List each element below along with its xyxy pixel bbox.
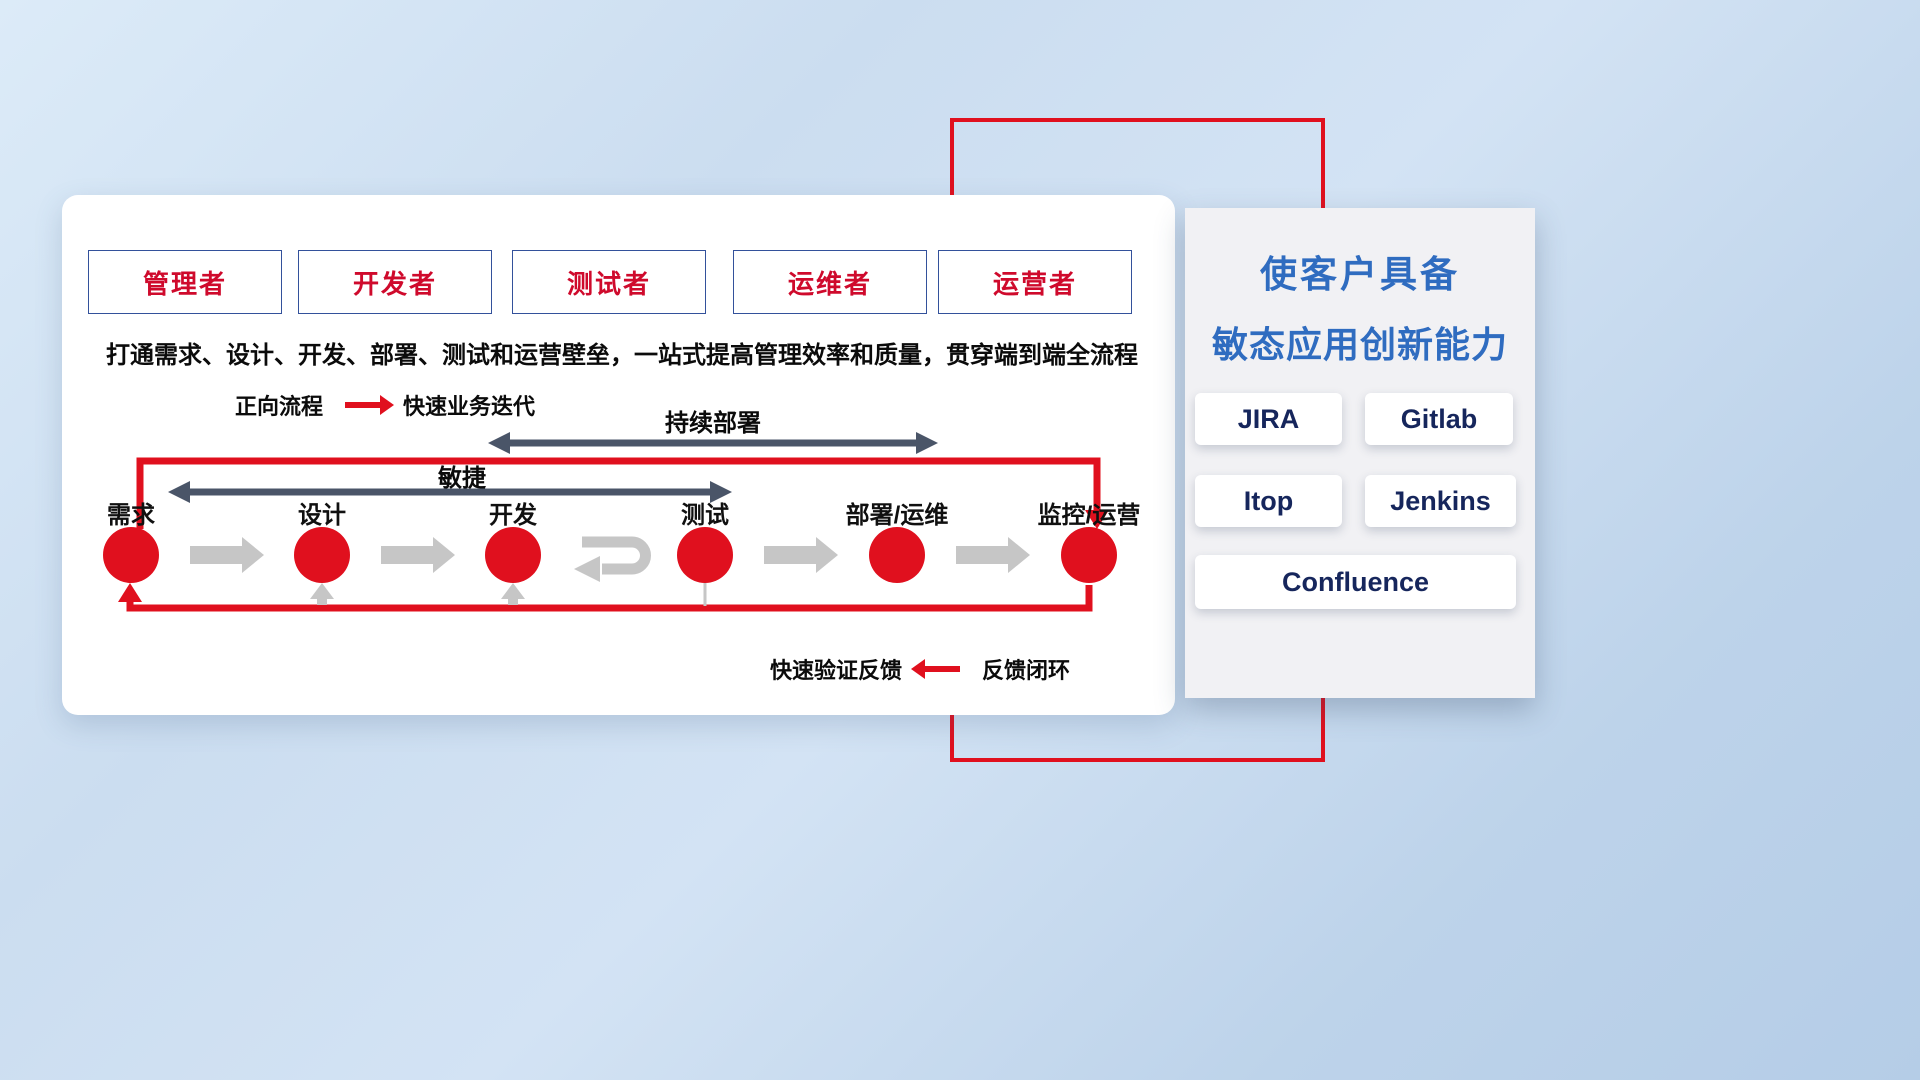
stage-node-develop: [485, 527, 541, 583]
tool-card-itop: Itop: [1195, 475, 1342, 527]
role-box-manager: 管理者: [88, 250, 282, 314]
stage-node-monitor: [1061, 527, 1117, 583]
role-label: 测试者: [566, 268, 651, 299]
role-box-tester: 测试者: [512, 250, 706, 314]
feedback-up-arrows: [310, 583, 707, 606]
stage-node-design: [294, 527, 350, 583]
panel-title-line2: 敏态应用创新能力: [1211, 324, 1508, 365]
continuous-deploy-arrow: [488, 432, 938, 454]
stage-label-deploy-ops: 部署/运维: [845, 502, 949, 529]
subtitle: 打通需求、设计、开发、部署、测试和运营壁垒，一站式提高管理效率和质量，贯穿端到端…: [106, 342, 1138, 369]
feedback-desc: 快速验证反馈: [770, 658, 903, 683]
stage-node-deploy-ops: [869, 527, 925, 583]
forward-flow-legend: 正向流程 快速业务迭代: [235, 389, 535, 421]
feedback-flow-line: [118, 583, 1093, 612]
forward-flow-desc: 快速业务迭代: [403, 394, 536, 419]
tool-card-jenkins: Jenkins: [1365, 475, 1516, 527]
flow-diagram-svg: [103, 432, 1117, 612]
role-box-operator: 运营者: [938, 250, 1132, 314]
tool-card-gitlab: Gitlab: [1365, 393, 1513, 445]
role-label: 运营者: [992, 268, 1077, 299]
agile-arrow: [168, 481, 732, 503]
stage-label-requirement: 需求: [107, 502, 155, 529]
stage-nodes: [103, 527, 1117, 583]
forward-arrow-icon: [345, 402, 382, 408]
stage-label-monitor: 监控/运营: [1037, 502, 1141, 529]
stage-label-test: 测试: [681, 502, 729, 529]
panel-title-line1: 使客户具备: [1260, 254, 1460, 295]
tool-card-jira: JIRA: [1195, 393, 1342, 445]
stage-label-develop: 开发: [489, 502, 537, 529]
feedback-label: 反馈闭环: [982, 658, 1071, 683]
forward-flow-line: [136, 457, 1109, 529]
stage-node-requirement: [103, 527, 159, 583]
feedback-arrow-icon: [924, 666, 961, 672]
role-box-ops: 运维者: [733, 250, 927, 314]
role-label: 开发者: [352, 268, 437, 299]
iteration-loop-icon: [574, 536, 651, 582]
feedback-legend: 快速验证反馈 反馈闭环: [770, 653, 1070, 685]
capability-panel: 使客户具备 敏态应用创新能力 JIRA Gitlab Itop Jenkins …: [1185, 208, 1535, 698]
stage-node-test: [677, 527, 733, 583]
devops-flow-panel: 管理者 开发者 测试者 运维者 运营者 打通需求、设计、开发、部署、测试和运营壁…: [62, 195, 1175, 715]
stage-label-design: 设计: [298, 502, 346, 529]
agile-label: 敏捷: [438, 465, 486, 492]
continuous-deploy-label: 持续部署: [665, 410, 761, 437]
role-label: 运维者: [787, 268, 872, 299]
stage-connector-arrows: [190, 537, 1030, 573]
forward-flow-label: 正向流程: [235, 394, 324, 419]
tool-card-confluence: Confluence: [1195, 555, 1516, 609]
role-box-developer: 开发者: [298, 250, 492, 314]
role-label: 管理者: [142, 268, 227, 299]
